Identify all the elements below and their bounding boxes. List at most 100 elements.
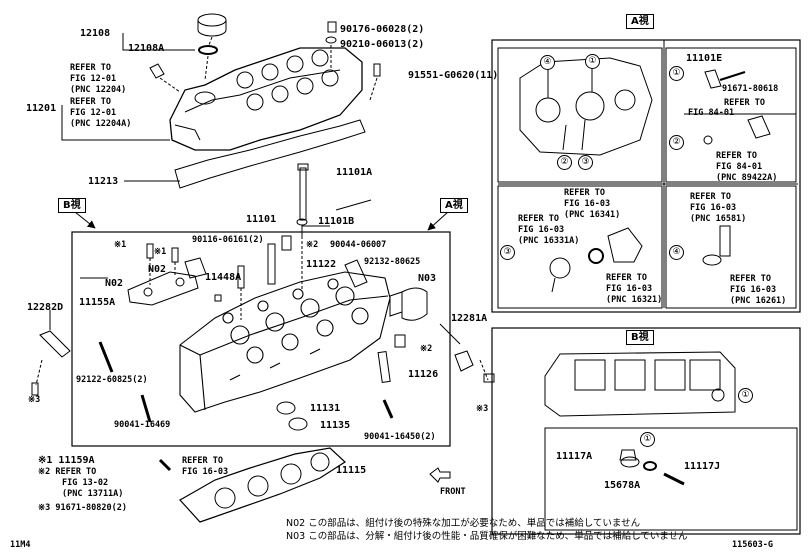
ref-2-line3: (PNC 12204A) bbox=[70, 119, 132, 129]
note-2-line1: ※2 REFER TO bbox=[38, 467, 97, 477]
label-90041b: 90041-16450(2) bbox=[364, 432, 436, 442]
label-11101A: 11101A bbox=[336, 167, 373, 178]
oil-filler-cap bbox=[197, 13, 227, 27]
circle-4-top: ④ bbox=[540, 55, 555, 70]
label-90210: 90210-06013(2) bbox=[340, 39, 425, 50]
bolt-91551 bbox=[373, 63, 381, 77]
note-3: ※3 91671-80820(2) bbox=[38, 503, 128, 513]
ref-16-e3: (PNC 16261) bbox=[730, 296, 787, 306]
circle-1-side: ① bbox=[669, 66, 684, 81]
label-11117J: 11117J bbox=[684, 461, 721, 472]
ref-2-line2: FIG 12-01 bbox=[70, 108, 117, 118]
marker-3b: ※3 bbox=[476, 404, 489, 414]
ref-3-line1: REFER TO bbox=[182, 456, 223, 466]
note-N02: N02 この部品は、組付け後の特殊な加工が必要なため、単品では補給していません bbox=[286, 518, 641, 529]
ref-2-line1: REFER TO bbox=[70, 97, 111, 107]
cylinder-head-cover bbox=[169, 47, 363, 151]
front-arrow bbox=[429, 467, 451, 483]
head-gasket bbox=[179, 447, 346, 523]
ref-16-a2: FIG 16-03 bbox=[564, 199, 611, 209]
ref-16-b1: REFER TO bbox=[518, 214, 559, 224]
corner-code-right: 115603-G bbox=[732, 540, 773, 550]
label-90041a: 90041-16469 bbox=[114, 420, 171, 430]
ref-1-line3: (PNC 12204) bbox=[70, 85, 127, 95]
ref-16-c2: FIG 16-03 bbox=[606, 284, 653, 294]
label-11201: 11201 bbox=[26, 103, 57, 114]
circle-1-B: ① bbox=[738, 388, 753, 403]
label-12282D: 12282D bbox=[27, 302, 64, 313]
ref-16-c1: REFER TO bbox=[606, 273, 647, 283]
label-90176: 90176-06028(2) bbox=[340, 24, 425, 35]
bracket-12282D bbox=[39, 330, 71, 358]
note-1: ※1 11159A bbox=[38, 455, 95, 466]
head-assembly-frame bbox=[71, 231, 451, 447]
plug-92132 bbox=[344, 259, 368, 288]
ref-16-d3: (PNC 16581) bbox=[690, 214, 747, 224]
stud-90176 bbox=[327, 21, 337, 33]
view-B-title: B視 bbox=[626, 330, 654, 345]
bracket-12281A bbox=[454, 350, 474, 372]
ref-84-line5: (PNC 89422A) bbox=[716, 173, 778, 183]
ref-16-e2: FIG 16-03 bbox=[730, 285, 777, 295]
label-N03: N03 bbox=[418, 273, 437, 284]
bolt-11159A-b bbox=[171, 247, 179, 263]
ref-16-e1: REFER TO bbox=[730, 274, 771, 284]
view-A-tag: A視 bbox=[440, 198, 468, 213]
view-A-panel bbox=[491, 39, 801, 313]
front-label: FRONT bbox=[440, 487, 466, 497]
view-B-tag: B視 bbox=[58, 198, 86, 213]
label-12108: 12108 bbox=[80, 28, 111, 39]
guide-11122 bbox=[267, 243, 276, 285]
label-11101E: 11101E bbox=[686, 53, 723, 64]
oil-cap-gasket bbox=[198, 45, 218, 55]
label-12108A: 12108A bbox=[128, 43, 165, 54]
ref-84-line4: FIG 84-01 bbox=[716, 162, 763, 172]
circle-1-B-inset: ① bbox=[640, 432, 655, 447]
label-11126: 11126 bbox=[408, 369, 439, 380]
label-11117A: 11117A bbox=[556, 451, 593, 462]
ref-16-b3: (PNC 16331A) bbox=[518, 236, 580, 246]
label-11213: 11213 bbox=[88, 176, 119, 187]
label-11115: 11115 bbox=[336, 465, 367, 476]
note-2-line2: FIG 13-02 bbox=[62, 478, 109, 488]
ref-16-c3: (PNC 16321) bbox=[606, 295, 663, 305]
label-11135: 11135 bbox=[320, 420, 351, 431]
view-A-title: A視 bbox=[626, 14, 654, 29]
circle-3-side: ③ bbox=[500, 245, 515, 260]
head-bolt-11101A bbox=[299, 167, 307, 221]
label-12281A: 12281A bbox=[451, 313, 488, 324]
label-11448A: 11448A bbox=[205, 272, 242, 283]
circle-2-top: ② bbox=[557, 155, 572, 170]
ref-16-d2: FIG 16-03 bbox=[690, 203, 737, 213]
corner-code-left: 11M4 bbox=[10, 540, 31, 550]
water-outlet-N03 bbox=[401, 287, 428, 321]
label-90116: 90116-06161(2) bbox=[192, 235, 264, 245]
ref-84-line2: FIG 84-01 bbox=[688, 108, 735, 118]
ref-1-line1: REFER TO bbox=[70, 63, 111, 73]
plug-11135 bbox=[288, 417, 308, 431]
marker-2b: ※2 bbox=[420, 344, 433, 354]
label-N02-a: N02 bbox=[148, 264, 167, 275]
marker-1b: ※1 bbox=[154, 247, 167, 257]
label-92122: 92122-60825(2) bbox=[76, 375, 148, 385]
label-15678A: 15678A bbox=[604, 480, 641, 491]
ref-84-line3: REFER TO bbox=[716, 151, 757, 161]
head-cover-gasket bbox=[174, 119, 366, 189]
plug-11131 bbox=[276, 401, 296, 415]
tube-11126 bbox=[377, 351, 391, 383]
head-side-view bbox=[519, 57, 653, 156]
label-90044: 90044-06007 bbox=[330, 240, 387, 250]
ref-1-line2: FIG 12-01 bbox=[70, 74, 117, 84]
label-11122: 11122 bbox=[306, 259, 337, 270]
ref-16-a1: REFER TO bbox=[564, 188, 605, 198]
camshaft-bearing-cap bbox=[127, 271, 199, 306]
ref-84-line1: REFER TO bbox=[724, 98, 765, 108]
head-front-view bbox=[544, 351, 736, 417]
ref-16-a3: (PNC 16341) bbox=[564, 210, 621, 220]
stud-92122 bbox=[98, 341, 114, 373]
marker-2a: ※2 bbox=[306, 240, 319, 250]
label-11101B: 11101B bbox=[318, 216, 355, 227]
circle-2-side: ② bbox=[669, 135, 684, 150]
